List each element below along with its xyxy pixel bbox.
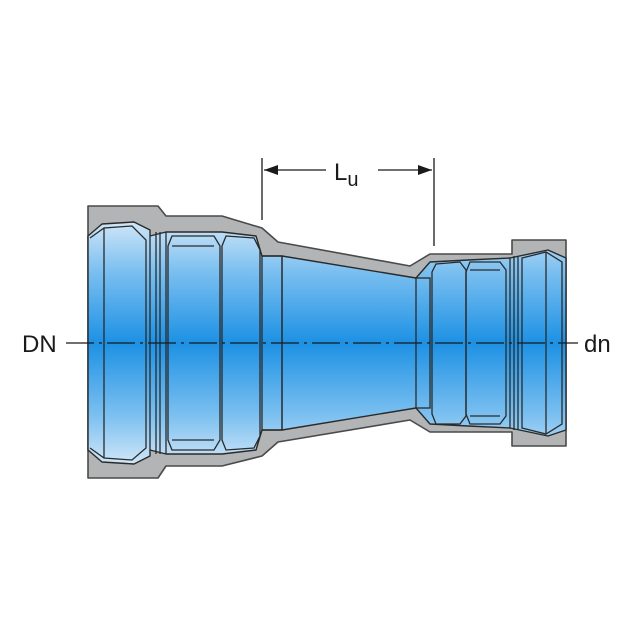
right-socket-details — [431, 251, 563, 435]
large-diameter-label: DN — [22, 331, 57, 358]
length-label-subscript: u — [347, 169, 358, 191]
length-dimension — [261, 158, 435, 246]
dimension-label-length: Lu — [334, 159, 358, 191]
length-label-main: L — [334, 159, 347, 186]
small-diameter-label: dn — [584, 331, 611, 358]
